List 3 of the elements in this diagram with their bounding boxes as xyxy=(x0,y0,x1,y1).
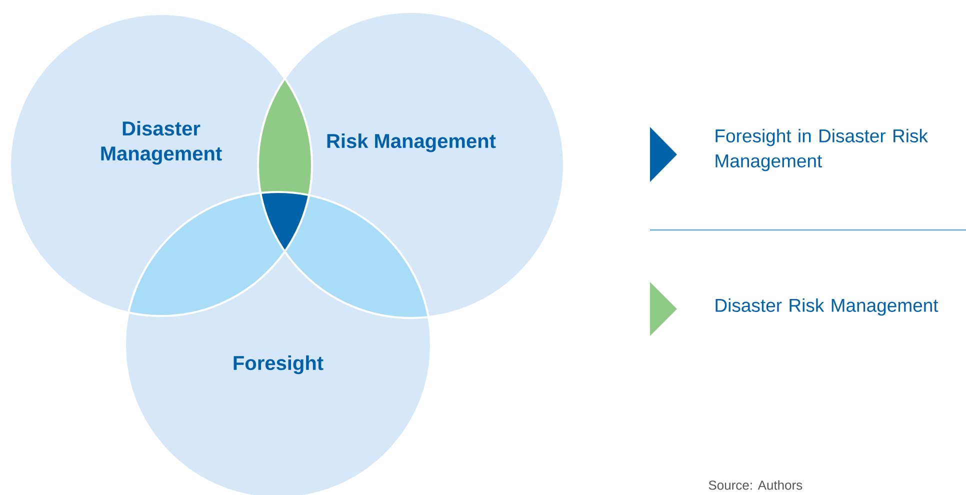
source-note: Source: Authors xyxy=(708,480,802,490)
legend-text: Disaster Risk Management xyxy=(716,298,938,316)
legend-text: Foresight in Disaster Risk Management xyxy=(716,128,928,172)
